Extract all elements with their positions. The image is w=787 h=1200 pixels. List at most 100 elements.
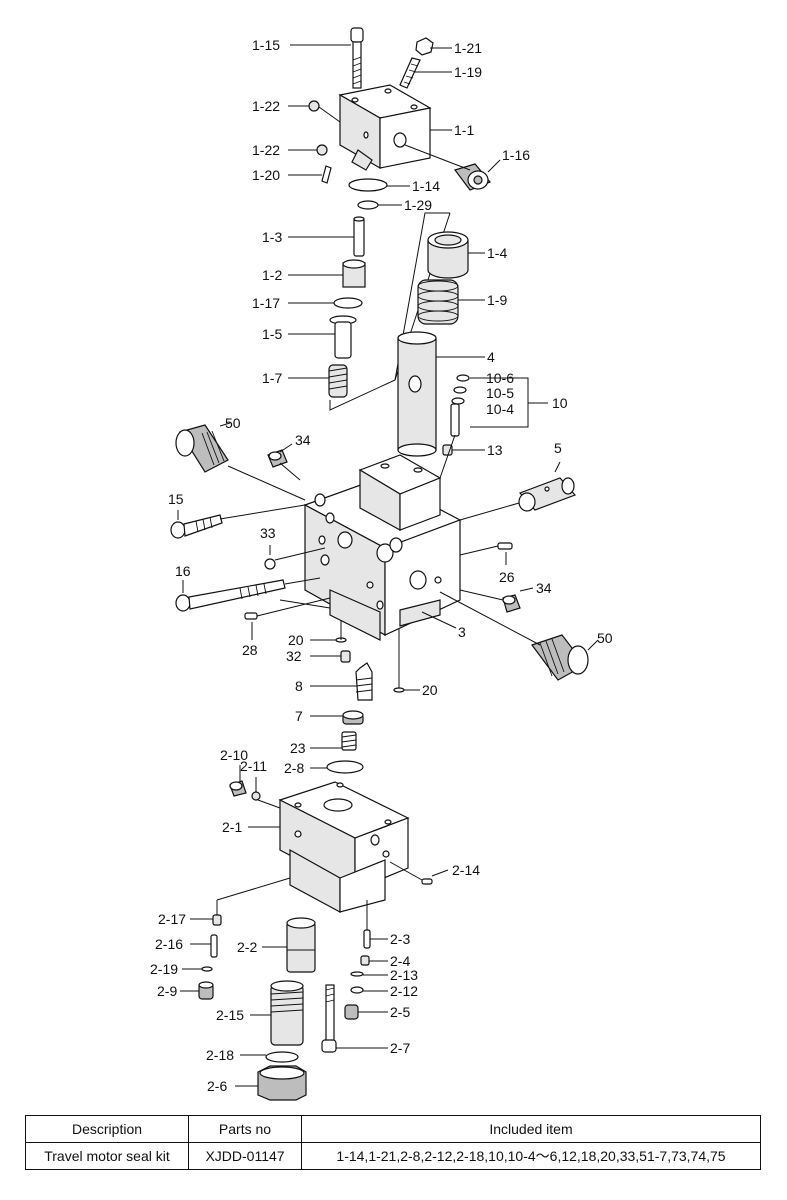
callout-50-left: 50 xyxy=(225,415,241,431)
part-10-5-ring xyxy=(453,386,467,394)
part-1-14-o-ring xyxy=(348,178,388,192)
part-1-21-nut xyxy=(415,37,434,56)
part-16-bolt xyxy=(175,579,286,612)
callout-2-17: 2-17 xyxy=(158,911,186,927)
callout-3: 3 xyxy=(458,624,466,640)
callout-2-5: 2-5 xyxy=(390,1004,410,1020)
part-2-6-cap xyxy=(257,1065,307,1101)
header-description: Description xyxy=(25,1115,189,1143)
callout-10-5: 10-5 xyxy=(486,385,514,401)
part-50-fitting-right xyxy=(531,634,589,681)
callout-2-3: 2-3 xyxy=(390,931,410,947)
part-1-3-pin xyxy=(353,216,365,257)
callout-10-6: 10-6 xyxy=(486,370,514,386)
callout-33: 33 xyxy=(260,525,276,541)
exploded-parts-diagram: 1-15 1-21 1-19 1-22 1-1 1-22 1-16 1-20 1… xyxy=(150,27,613,1101)
callout-1-17: 1-17 xyxy=(252,295,280,311)
callout-10: 10 xyxy=(552,395,568,411)
table-header-row: Description Parts no Included item xyxy=(25,1115,761,1143)
header-included-item: Included item xyxy=(301,1115,761,1143)
part-1-2-sleeve xyxy=(342,259,366,288)
callout-1-20: 1-20 xyxy=(252,167,280,183)
callout-2-15: 2-15 xyxy=(216,1007,244,1023)
callout-2-9: 2-9 xyxy=(157,983,177,999)
part-1-22-plug-top xyxy=(308,100,320,112)
callout-1-22-side: 1-22 xyxy=(252,142,280,158)
callout-34-upper: 34 xyxy=(295,432,311,448)
part-1-16-plug xyxy=(454,163,491,191)
callout-16: 16 xyxy=(175,563,191,579)
part-2-11-plug xyxy=(251,791,261,801)
cell-parts-no: XJDD-01147 xyxy=(188,1142,302,1170)
callout-2-4: 2-4 xyxy=(390,953,410,969)
callout-32: 32 xyxy=(286,648,302,664)
part-2-8-o-ring xyxy=(326,760,364,774)
callout-2-7: 2-7 xyxy=(390,1040,410,1056)
callout-2-16: 2-16 xyxy=(155,936,183,952)
callout-2-8: 2-8 xyxy=(284,760,304,776)
part-10-6-ring xyxy=(456,374,470,382)
callout-2-1: 2-1 xyxy=(222,819,242,835)
callout-20-left: 20 xyxy=(288,632,304,648)
callout-1-3: 1-3 xyxy=(262,229,282,245)
part-1-5-spool xyxy=(329,315,357,359)
callout-10-4: 10-4 xyxy=(486,401,514,417)
part-15-bolt xyxy=(170,514,223,539)
part-2-15-threaded-body xyxy=(270,980,304,1046)
part-1-29-ring xyxy=(357,200,379,210)
callout-5: 5 xyxy=(554,440,562,456)
part-1-9-spring xyxy=(417,279,459,325)
callout-50-right: 50 xyxy=(597,630,613,646)
part-2-5-plug xyxy=(344,1004,359,1020)
callout-1-9: 1-9 xyxy=(487,292,507,308)
callout-1-29: 1-29 xyxy=(404,197,432,213)
callout-34-lower: 34 xyxy=(536,580,552,596)
part-2-18-o-ring xyxy=(265,1051,299,1063)
part-10-ring xyxy=(451,397,465,405)
part-1-15-bolt xyxy=(350,27,364,89)
header-parts-no: Parts no xyxy=(188,1115,302,1143)
callout-15: 15 xyxy=(168,491,184,507)
callout-1-5: 1-5 xyxy=(262,326,282,342)
callout-2-12: 2-12 xyxy=(390,983,418,999)
part-2-17-part xyxy=(212,914,222,926)
part-23-plug xyxy=(341,731,357,751)
part-2-3-pin xyxy=(363,929,371,949)
part-2-1-lower-housing xyxy=(278,781,410,914)
callout-13: 13 xyxy=(487,442,503,458)
callout-1-22-top: 1-22 xyxy=(252,98,280,114)
callout-1-4: 1-4 xyxy=(487,245,507,261)
part-1-17-o-ring xyxy=(333,297,363,309)
callout-8: 8 xyxy=(295,678,303,694)
callout-28: 28 xyxy=(242,642,258,658)
callout-1-16: 1-16 xyxy=(502,147,530,163)
part-3-main-valve-body xyxy=(303,454,462,641)
part-1-22-plug-side xyxy=(316,144,328,156)
callout-2-14: 2-14 xyxy=(452,862,480,878)
part-2-12-ring xyxy=(350,986,364,994)
part-34-plug-upper xyxy=(267,449,288,468)
part-7-ring xyxy=(342,710,364,725)
callout-2-18: 2-18 xyxy=(206,1047,234,1063)
part-1-1-housing-block xyxy=(338,84,432,171)
part-2-7-long-bolt xyxy=(321,984,337,1053)
part-26-pin xyxy=(497,542,513,550)
callout-1-1: 1-1 xyxy=(454,122,474,138)
callout-1-19: 1-19 xyxy=(454,64,482,80)
part-28-pin xyxy=(244,612,258,620)
table-row: Travel motor seal kit XJDD-01147 1-14,1-… xyxy=(25,1142,761,1170)
part-4-shaft xyxy=(397,331,437,457)
part-5-spool xyxy=(518,477,577,512)
callout-2-13: 2-13 xyxy=(390,967,418,983)
callout-2-10: 2-10 xyxy=(220,747,248,763)
part-2-16-pin xyxy=(210,934,218,958)
part-2-4-part xyxy=(360,955,370,966)
callout-2-6: 2-6 xyxy=(207,1078,227,1094)
part-1-19-screw xyxy=(399,57,421,89)
callout-1-21: 1-21 xyxy=(454,40,482,56)
leader-lines xyxy=(177,44,599,1087)
callout-1-14: 1-14 xyxy=(412,178,440,194)
cell-description: Travel motor seal kit xyxy=(25,1142,189,1170)
part-34-plug-lower xyxy=(502,594,521,613)
part-8-poppet xyxy=(355,662,373,701)
